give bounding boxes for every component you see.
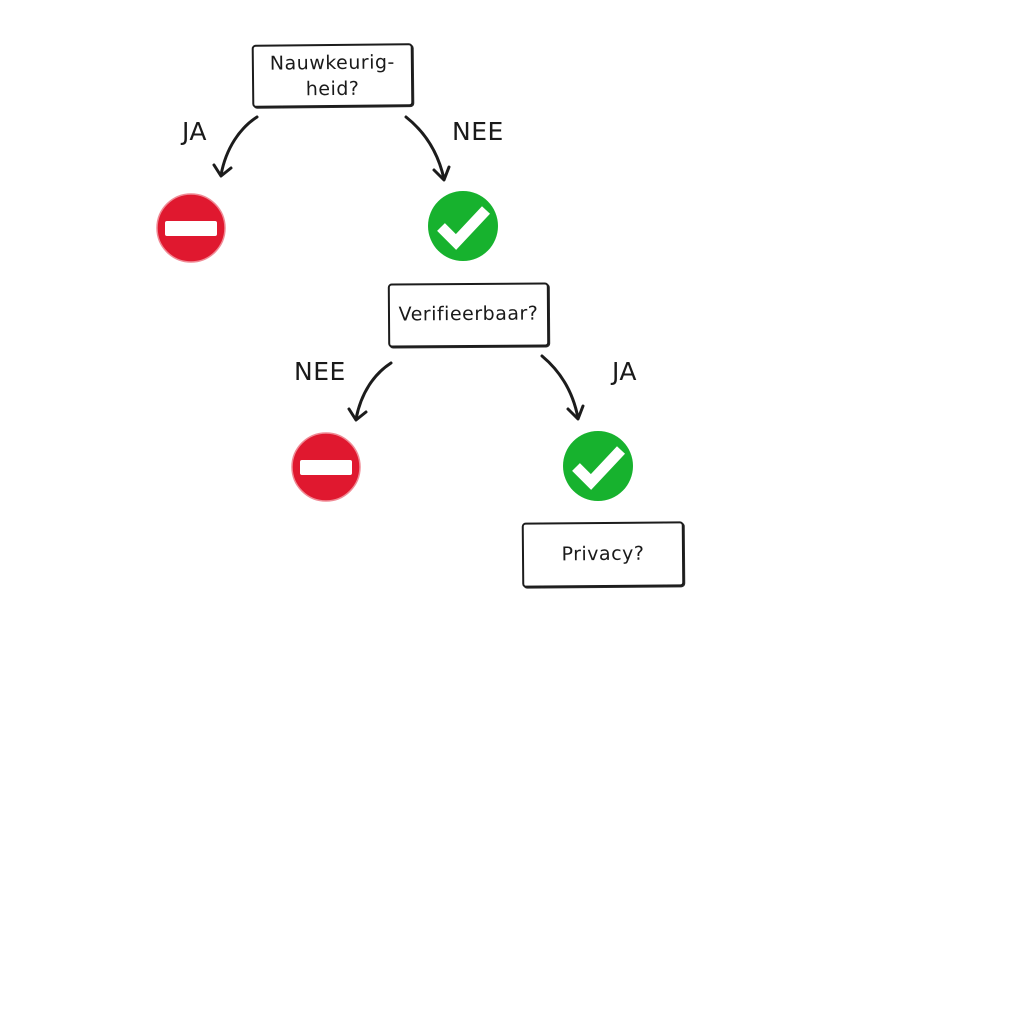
edge-label-verifiable-yes: JA (612, 357, 638, 386)
decision-node-privacy: Privacy? (521, 521, 685, 588)
decision-node-verifiable-label: Verifieerbaar? (398, 302, 539, 326)
decision-node-accuracy: Nauwkeurig- heid? (251, 43, 414, 108)
decision-node-verifiable: Verifieerbaar? (387, 282, 550, 348)
no-entry-icon (155, 192, 227, 264)
check-icon (562, 430, 634, 502)
edge-label-accuracy-yes: JA (182, 117, 208, 146)
decision-node-privacy-label: Privacy? (561, 542, 645, 566)
check-icon (427, 190, 499, 262)
arrowhead-verifiable-yes (566, 404, 585, 421)
arrowhead-verifiable-no (347, 407, 368, 422)
arrow-accuracy-yes (219, 115, 259, 177)
arrow-verifiable-no (354, 361, 393, 421)
arrow-accuracy-no (404, 115, 446, 181)
edge-label-verifiable-no: NEE (294, 357, 346, 386)
edge-label-accuracy-no: NEE (452, 117, 504, 146)
arrowhead-accuracy-no (432, 165, 451, 182)
no-entry-icon (290, 431, 362, 503)
arrowhead-accuracy-yes (212, 163, 233, 178)
decision-node-accuracy-label: Nauwkeurig- heid? (269, 51, 395, 100)
arrow-verifiable-yes (540, 354, 580, 420)
